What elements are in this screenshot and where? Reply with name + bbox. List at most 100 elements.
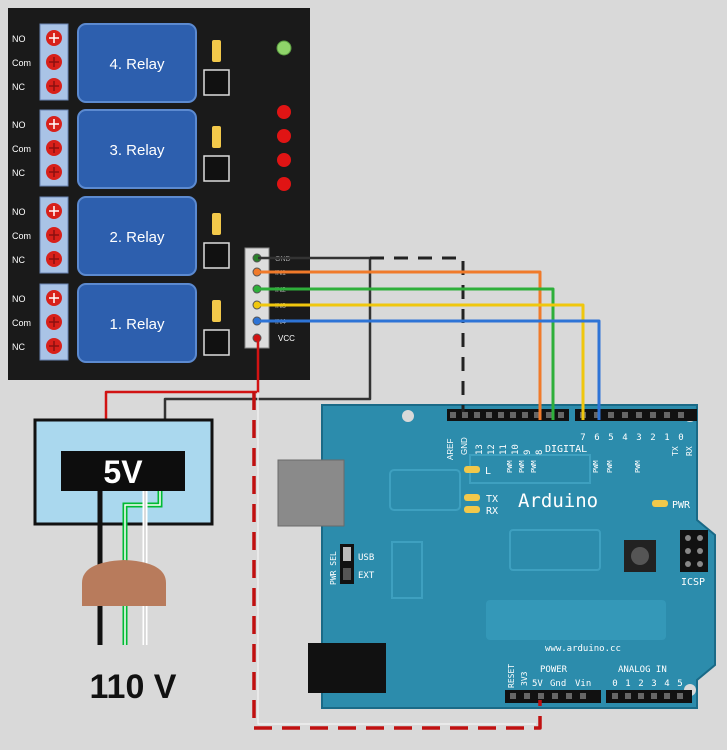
digital-pin-label: 12 xyxy=(487,444,497,455)
channel-led-1 xyxy=(277,177,291,191)
relay-body xyxy=(77,283,197,363)
terminal-label: NO xyxy=(12,294,26,304)
header-pin xyxy=(678,412,684,418)
power-gnd-label: Gnd xyxy=(550,679,566,689)
pwm-label: PWM xyxy=(518,460,526,473)
terminal-label: NC xyxy=(12,168,25,178)
header-pin xyxy=(594,412,600,418)
wire-gnd-to-psu xyxy=(163,256,372,455)
screw-slot-icon xyxy=(49,206,59,216)
relay-label: 1. Relay xyxy=(109,316,165,333)
rx-led xyxy=(464,506,480,513)
relay-trigger-jumper xyxy=(203,155,230,182)
header-pin xyxy=(651,693,657,699)
arduino-url: www.arduino.cc xyxy=(545,644,621,654)
pwm-label: PWM xyxy=(592,460,600,473)
header-pin xyxy=(566,693,572,699)
analog-pin-label: 0 xyxy=(612,679,617,689)
terminal-label: NO xyxy=(12,34,26,44)
screw-slot-icon xyxy=(49,341,59,351)
terminal-label: Com xyxy=(12,231,31,241)
digital-pin-label: 9 xyxy=(523,450,533,455)
header-pin xyxy=(638,693,644,699)
power-label: POWER xyxy=(540,665,568,675)
header-pin xyxy=(625,693,631,699)
analog-label: ANALOG IN xyxy=(618,665,667,675)
icsp-header xyxy=(680,530,708,572)
analog-pin-label: 4 xyxy=(664,679,669,689)
channel-led-4 xyxy=(277,105,291,119)
terminal-label: Com xyxy=(12,58,31,68)
wire-in3 xyxy=(258,303,585,420)
rx-pin-label: RX xyxy=(685,446,694,456)
relay-indicator xyxy=(212,300,221,322)
channel-led-3 xyxy=(277,129,291,143)
power-status-led xyxy=(276,40,292,56)
digital-pin-label: 3 xyxy=(636,433,641,443)
relay-label: 4. Relay xyxy=(109,56,165,73)
digital-pin-label: 11 xyxy=(499,444,509,455)
pwm-label: PWM xyxy=(506,460,514,473)
arduino-logo-text: Arduino xyxy=(518,490,598,512)
relay-body xyxy=(77,109,197,189)
digital-label: DIGITAL xyxy=(545,444,587,455)
power-5v-label: 5V xyxy=(532,679,543,689)
digital-pin-label: 6 xyxy=(594,433,599,443)
header-pin xyxy=(498,412,504,418)
header-pin xyxy=(534,412,540,418)
mains-voltage-label: 110 V xyxy=(90,668,177,706)
header-pin xyxy=(538,693,544,699)
3v3-pin-label: 3V3 xyxy=(520,671,529,686)
pwr-sel-jumper[interactable] xyxy=(340,544,354,584)
reset-button[interactable] xyxy=(624,540,656,572)
header-pin xyxy=(546,412,552,418)
header-pin xyxy=(636,412,642,418)
pwr-led xyxy=(652,500,668,507)
pwr-sel-label: PWR SEL xyxy=(329,551,338,585)
pwm-label: PWM xyxy=(530,460,538,473)
header-pin xyxy=(462,412,468,418)
digital-pin-label: 13 xyxy=(475,444,485,455)
screw-slot-icon xyxy=(49,317,59,327)
wire-gnd-dashed-link xyxy=(370,256,465,412)
aref-label: AREF xyxy=(446,439,455,460)
header-pin xyxy=(510,412,516,418)
terminal-label: NO xyxy=(12,120,26,130)
header-pin xyxy=(510,693,516,699)
pwr-sel-usb-label: USB xyxy=(358,553,374,563)
header-pin xyxy=(664,693,670,699)
relay-trigger-jumper xyxy=(203,329,230,356)
digital-pin-label: 7 xyxy=(580,433,585,443)
screw-slot-icon xyxy=(49,57,59,67)
relay-label: 3. Relay xyxy=(109,142,165,159)
digital-pin-label: 2 xyxy=(650,433,655,443)
header-pin xyxy=(486,412,492,418)
header-pin xyxy=(524,693,530,699)
l-led xyxy=(464,466,480,473)
analog-header xyxy=(606,690,692,703)
relay-indicator xyxy=(212,40,221,62)
psu-label-plate xyxy=(61,451,185,491)
rx-led-label: RX xyxy=(486,506,498,517)
header-pin xyxy=(450,412,456,418)
screw-slot-icon xyxy=(49,81,59,91)
power-vin-label: Vin xyxy=(575,679,591,689)
tx-pin-label: TX xyxy=(671,446,680,456)
power-header xyxy=(505,690,601,703)
terminal-label: Com xyxy=(12,144,31,154)
reset-pin-label: RESET xyxy=(507,664,516,688)
header-pin xyxy=(677,693,683,699)
header-pin xyxy=(522,412,528,418)
header-pin xyxy=(612,693,618,699)
header-pin xyxy=(580,693,586,699)
relay-body xyxy=(77,196,197,276)
header-pin xyxy=(558,412,564,418)
pwr-led-label: PWR xyxy=(672,500,691,511)
tx-led-label: TX xyxy=(486,494,498,505)
digital-pin-label: 10 xyxy=(511,444,521,455)
relay-body xyxy=(77,23,197,103)
